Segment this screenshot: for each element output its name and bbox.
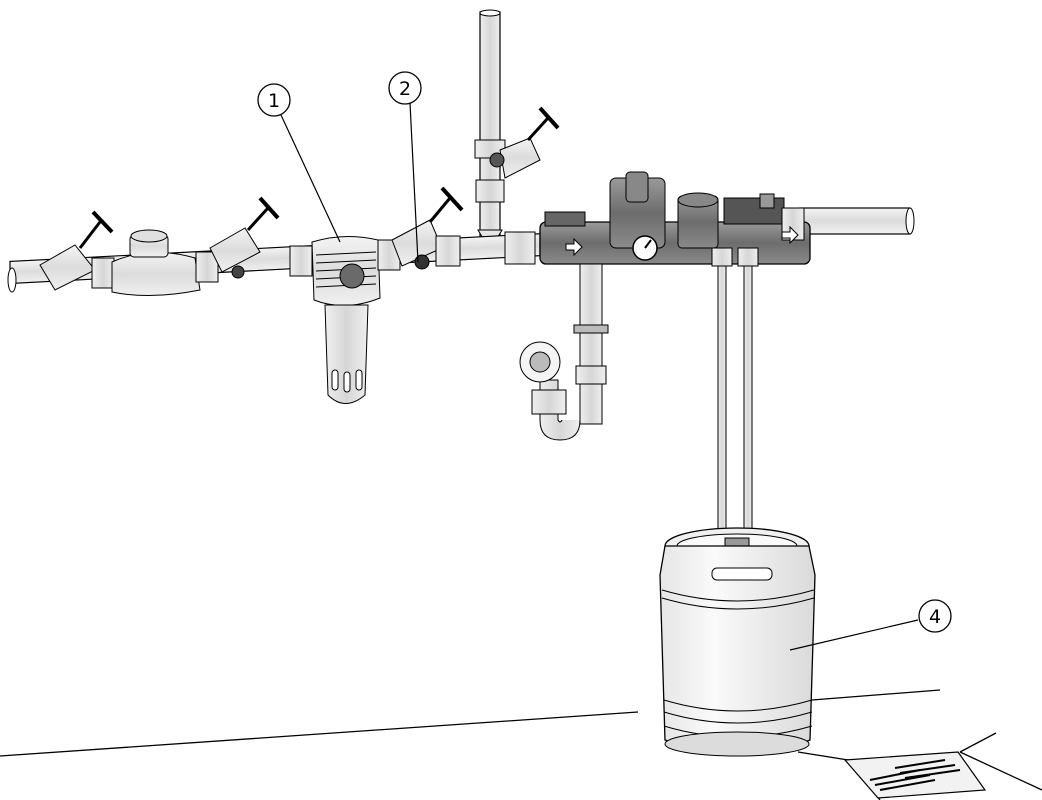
safety-manifold: [539, 171, 811, 265]
callout-2: 2: [388, 71, 422, 105]
drain-siphon: [519, 263, 609, 441]
regeneration-canister: [659, 527, 816, 757]
floor-drain: [843, 751, 987, 799]
callout-4-label: 4: [929, 606, 941, 628]
shutoff-valve-2: [391, 186, 464, 270]
callout-4: 4: [918, 599, 952, 633]
pipe-coupling: [504, 231, 536, 265]
callout-2-label: 2: [399, 78, 411, 100]
water-meter: [111, 229, 219, 297]
callout-1: 1: [257, 83, 291, 117]
brine-hoses: [711, 247, 759, 545]
water-filter: [289, 235, 401, 404]
callout-1-label: 1: [268, 90, 280, 112]
leader-lines: [280, 102, 919, 651]
inlet-valve: [39, 210, 115, 291]
vertical-shutoff-valve: [489, 106, 560, 179]
vertical-supply-pipe: [474, 9, 506, 251]
meter-outlet-valve: [209, 196, 280, 279]
